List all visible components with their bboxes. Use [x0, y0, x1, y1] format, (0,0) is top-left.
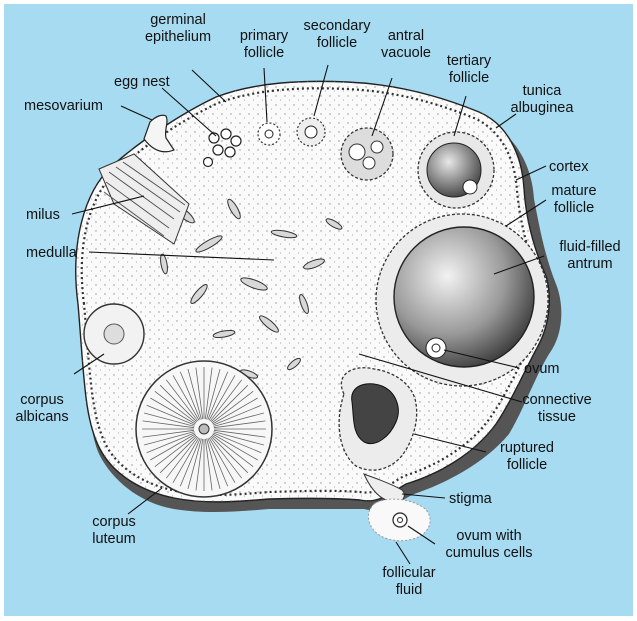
mature-follicle — [376, 214, 548, 386]
label-milus: milus — [26, 207, 60, 223]
corpus-albicans — [84, 304, 144, 364]
label-medulla: medulla — [26, 245, 78, 261]
corpus-luteum — [136, 361, 272, 497]
secondary-follicle — [297, 118, 325, 146]
antral-vacuole-follicle — [341, 128, 393, 180]
label-mesovarium: mesovarium — [24, 98, 103, 114]
label-egg-nest: egg nest — [114, 74, 170, 90]
primary-follicle — [258, 123, 280, 145]
label-stigma: stigma — [449, 491, 493, 507]
label-ovum: ovum — [524, 361, 559, 377]
tertiary-follicle — [418, 132, 494, 208]
label-cortex: cortex — [549, 159, 589, 175]
